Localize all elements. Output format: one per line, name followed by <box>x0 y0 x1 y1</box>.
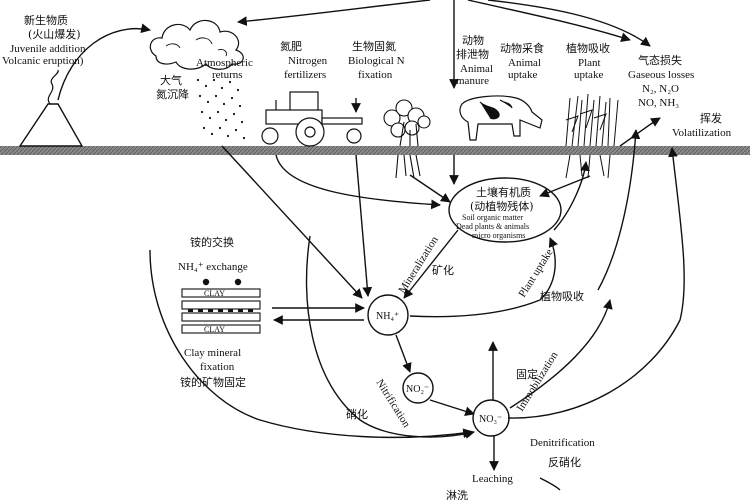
label-immob-zh: 固定 <box>516 367 538 381</box>
label-juvenile-en1: Juvenile addition <box>10 43 86 55</box>
cow-icon <box>459 95 543 141</box>
label-volat-zh: 挥发 <box>700 111 722 125</box>
ground-surface <box>0 146 750 155</box>
label-atm-zh2: 氮沉降 <box>156 87 189 101</box>
label-animal-uptake-en2: uptake <box>508 69 537 81</box>
label-denit-en: Denitrification <box>530 437 595 449</box>
label-manure-zh2: 排泄物 <box>456 47 489 61</box>
label-plant-uptake-zh: 植物吸收 <box>540 289 584 303</box>
label-som-zh2: (动植物残体) <box>470 199 534 213</box>
label-immob-en: Immobilization <box>514 349 560 413</box>
clay-layer <box>181 300 261 310</box>
label-nitr-zh: 硝化 <box>346 407 368 421</box>
label-atm-zh1: 大气 <box>160 73 182 87</box>
label-mineral-zh: 矿化 <box>432 263 454 277</box>
label-denit-zh: 反硝化 <box>548 455 581 469</box>
label-gas-species1: N₂, N₂O <box>642 83 679 95</box>
label-no3: NO₃⁻ <box>479 414 502 425</box>
label-fert-zh: 氮肥 <box>280 39 302 53</box>
label-juvenile-en2: Volcanic eruption) <box>2 55 84 67</box>
label-bio-zh: 生物固氮 <box>352 39 396 53</box>
label-clay-zh: 铵的矿物固定 <box>180 375 246 389</box>
label-animal-uptake-en1: Animal <box>508 57 541 69</box>
label-fert-en2: fertilizers <box>284 69 326 81</box>
ammonium-node <box>367 294 409 336</box>
label-no2: NO₂⁻ <box>406 384 429 395</box>
flow-arrows <box>57 0 685 491</box>
label-leach-en: Leaching <box>472 473 513 485</box>
label-juvenile-zh2: (火山爆发) <box>28 27 81 41</box>
tractor-icon <box>261 91 363 147</box>
ammonium-ion-dot <box>202 278 210 286</box>
label-manure-en2: manure <box>456 75 489 87</box>
label-atm-en2: returns <box>212 69 243 81</box>
label-gas-zh: 气态损失 <box>638 53 682 67</box>
label-clay-1: CLAY <box>204 289 225 298</box>
grass-icon <box>565 93 619 179</box>
label-bio-en1: Biological N <box>348 55 405 67</box>
cloud-icon <box>149 19 244 70</box>
label-nh4: NH₄⁺ <box>376 311 399 322</box>
label-manure-zh1: 动物 <box>462 33 484 47</box>
ammonium-ion-dot <box>234 278 242 286</box>
diagram-labels: 新生物质 (火山爆发) Juvenile addition Volcanic e… <box>2 13 732 500</box>
label-juvenile-zh: 新生物质 <box>24 13 68 27</box>
label-manure-en1: Animal <box>460 63 493 75</box>
label-exchange-en: NH₄⁺ exchange <box>178 261 248 273</box>
label-som-en3: micro organisms <box>472 231 525 240</box>
label-clay-2: CLAY <box>204 325 225 334</box>
label-gas-en: Gaseous losses <box>628 69 694 81</box>
label-clay-en1: Clay mineral <box>184 347 241 359</box>
label-clay-en2: fixation <box>200 361 235 373</box>
label-fert-en1: Nitrogen <box>288 55 328 67</box>
soil-organic-matter-pool <box>448 177 562 243</box>
label-animal-uptake-zh: 动物采食 <box>500 41 544 55</box>
clay-layer <box>181 312 261 322</box>
label-gas-species2: NO, NH₃ <box>638 97 679 109</box>
label-plant-uptake-top-en1: Plant <box>578 57 601 69</box>
label-leach-zh: 淋洗 <box>446 489 468 500</box>
rain-icon <box>196 78 246 140</box>
label-som-en1: Soil organic matter <box>462 213 524 222</box>
label-plant-uptake-top-zh: 植物吸收 <box>566 41 610 55</box>
label-som-en2: Dead plants & animals <box>456 222 529 231</box>
label-plant-uptake-top-en2: uptake <box>574 69 603 81</box>
clay-layer <box>181 288 261 298</box>
legume-plant-icon <box>383 99 431 179</box>
label-volat-en: Volatilization <box>672 127 732 139</box>
label-som-zh1: 土壤有机质 <box>476 185 531 199</box>
volcano-icon <box>18 69 84 147</box>
label-atm-en1: Atmospheric <box>196 57 253 69</box>
label-exchange-zh: 铵的交换 <box>190 235 234 249</box>
nitrite-node <box>402 372 434 404</box>
clay-mineral-block <box>181 278 261 334</box>
clay-layer <box>181 324 261 334</box>
label-bio-en2: fixation <box>358 69 393 81</box>
